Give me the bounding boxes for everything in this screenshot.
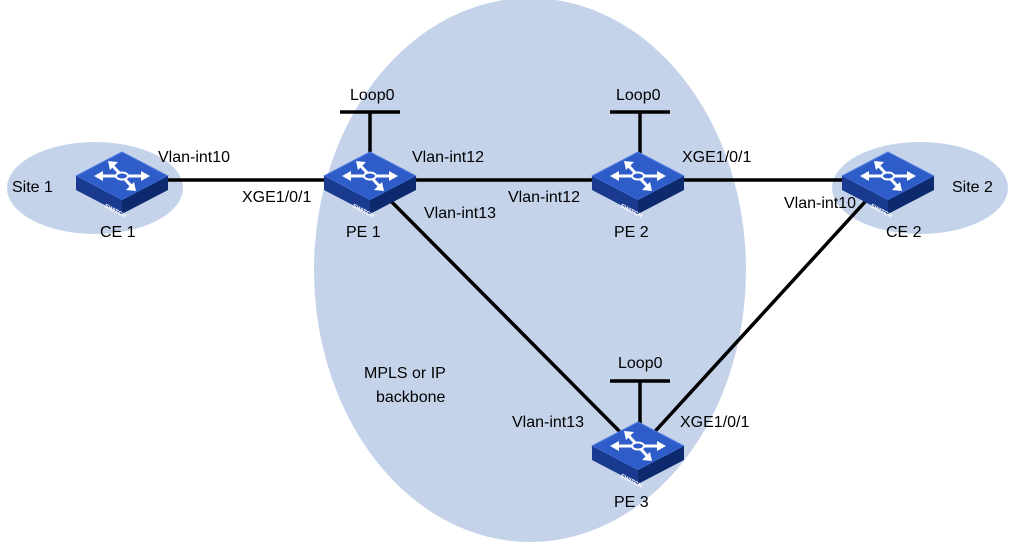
pe3-name: PE 3 — [614, 494, 649, 511]
pe3-loopback-label: Loop0 — [618, 355, 663, 372]
link-pe3-ce2 — [636, 178, 887, 452]
ce2-vlan-int10-label: Vlan-int10 — [784, 195, 856, 212]
pe3-loopback-marker — [610, 379, 670, 430]
backbone-label-line1: MPLS or IP — [364, 365, 446, 382]
ce1-vlan-int10-label: Vlan-int10 — [158, 149, 230, 166]
link-pe1-pe3 — [368, 178, 640, 452]
ce1-name: CE 1 — [100, 224, 136, 241]
backbone-label-line2: backbone — [376, 389, 445, 406]
site2-label: Site 2 — [952, 179, 993, 196]
pe1-xge-label: XGE1/0/1 — [242, 189, 311, 206]
backbone-region — [314, 0, 746, 542]
pe3-xge-label: XGE1/0/1 — [680, 414, 749, 431]
pe3-vlan-int13-label: Vlan-int13 — [512, 414, 584, 431]
pe2-vlan-int12-label: Vlan-int12 — [508, 189, 580, 206]
pe1-loopback-label: Loop0 — [350, 87, 395, 104]
pe2-xge-label: XGE1/0/1 — [682, 149, 751, 166]
ce2-name: CE 2 — [886, 224, 922, 241]
site1-label: Site 1 — [12, 179, 53, 196]
pe1-vlan-int12-label: Vlan-int12 — [412, 149, 484, 166]
pe2-loopback-marker — [610, 110, 670, 160]
pe2-name: PE 2 — [614, 224, 649, 241]
pe1-vlan-int13-label: Vlan-int13 — [424, 205, 496, 222]
pe2-loopback-label: Loop0 — [616, 87, 661, 104]
pe1-name: PE 1 — [346, 224, 381, 241]
